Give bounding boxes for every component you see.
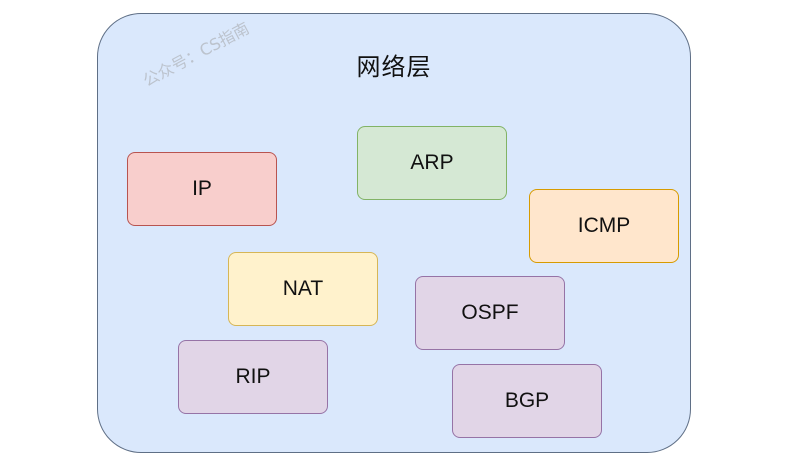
protocol-box-ip: IP <box>127 152 277 226</box>
protocol-label-arp: ARP <box>410 151 454 174</box>
protocol-label-icmp: ICMP <box>577 214 631 237</box>
protocol-label-bgp: BGP <box>504 389 550 412</box>
protocol-box-ospf: OSPF <box>415 276 565 350</box>
protocol-box-bgp: BGP <box>452 364 602 438</box>
protocol-box-icmp: ICMP <box>529 189 679 263</box>
protocol-label-ip: IP <box>192 177 212 200</box>
protocol-label-ospf: OSPF <box>461 301 519 324</box>
protocol-label-rip: RIP <box>235 365 271 388</box>
network-layer-title: 网络层 <box>356 53 432 81</box>
protocol-label-nat: NAT <box>282 277 324 300</box>
protocol-box-arp: ARP <box>357 126 507 200</box>
protocol-box-rip: RIP <box>178 340 328 414</box>
protocol-box-nat: NAT <box>228 252 378 326</box>
